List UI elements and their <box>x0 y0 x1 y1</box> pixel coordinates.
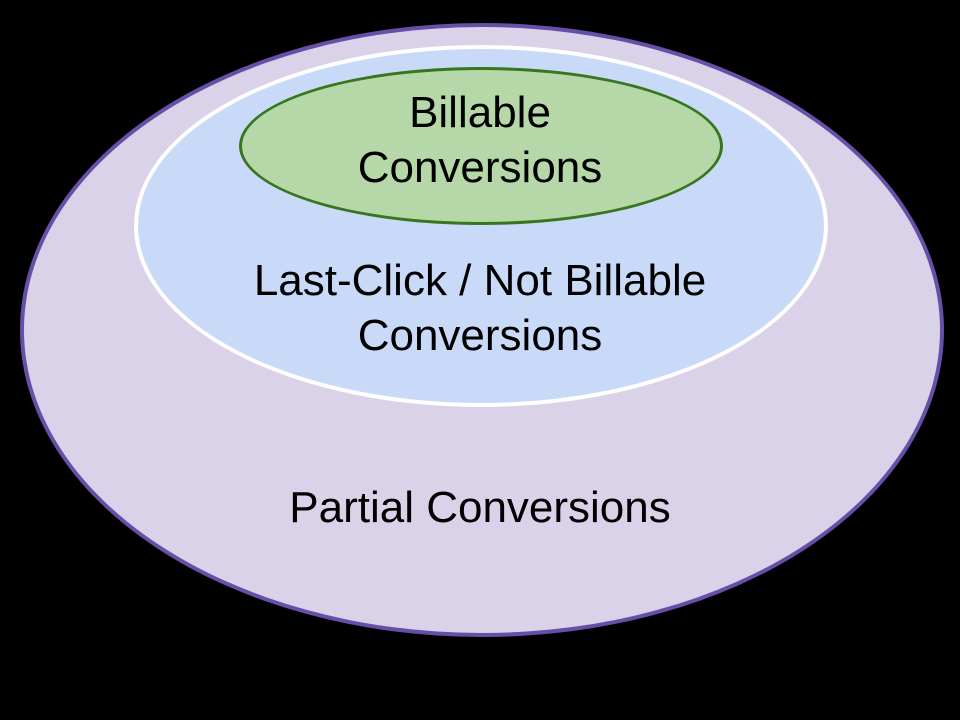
billable-conversions-label-line2: Conversions <box>357 143 603 192</box>
billable-conversions-label: Billable Conversions <box>0 85 960 195</box>
billable-conversions-ellipse <box>239 67 723 225</box>
last-click-not-billable-label-line1: Last-Click / Not Billable <box>253 256 707 305</box>
billable-conversions-label-line1: Billable <box>409 88 551 137</box>
partial-conversions-label: Partial Conversions <box>0 480 960 535</box>
last-click-not-billable-label: Last-Click / Not Billable Conversions <box>0 253 960 363</box>
partial-conversions-label-line1: Partial Conversions <box>289 483 671 532</box>
last-click-not-billable-label-line2: Conversions <box>357 311 603 360</box>
